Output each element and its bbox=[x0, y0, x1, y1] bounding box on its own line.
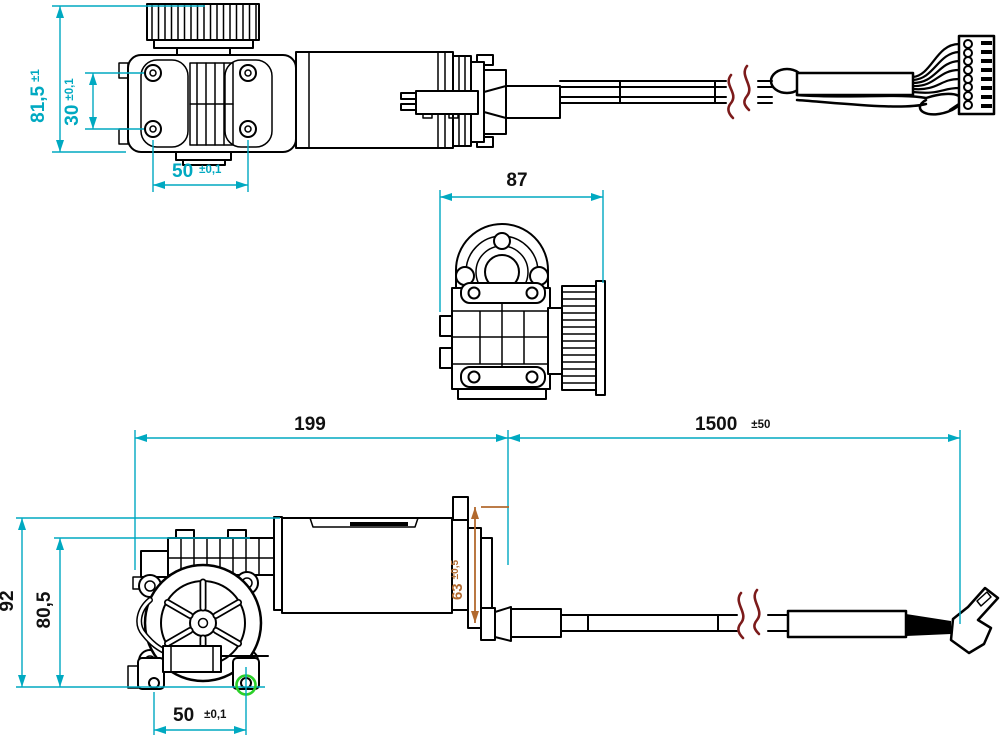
multi-pin-connector-top bbox=[957, 34, 996, 116]
dim-label-199: 199 bbox=[294, 414, 326, 435]
toothed-pulley-top-view bbox=[146, 3, 260, 56]
dim-overall-width-87: 87 bbox=[439, 170, 604, 312]
cable-break-symbol-side bbox=[737, 588, 761, 640]
dim-cable-exit-offset-63: 63±0,5 bbox=[449, 506, 509, 623]
dim-foot-hole-spacing-50: 50±0,1 bbox=[153, 667, 247, 735]
dim-label-80-5: 80,5 bbox=[34, 591, 55, 628]
top-view bbox=[118, 3, 996, 166]
dim-label-63: 63±0,5 bbox=[449, 560, 466, 601]
dim-hole-spacing-30: 30±0,1 bbox=[62, 72, 144, 130]
dim-overall-height-81-5: 81,5±1 bbox=[28, 5, 205, 153]
dim-label-30: 30±0,1 bbox=[62, 78, 83, 126]
wire-fan bbox=[795, 42, 963, 116]
angled-connector-side-view bbox=[949, 586, 1000, 655]
cable-break-symbol-top bbox=[727, 64, 751, 120]
dim-label-1500: 1500±50 bbox=[695, 414, 770, 435]
gearbox-top-view bbox=[118, 54, 297, 166]
dim-label-92: 92 bbox=[0, 590, 18, 611]
dimensions-top-view: 81,5±1 30±0,1 50±0,1 bbox=[28, 5, 249, 192]
cable-sleeve-side bbox=[786, 609, 908, 639]
twisted-wire-pair bbox=[795, 92, 963, 116]
wire-loop-and-capacitor bbox=[136, 597, 269, 673]
dim-label-81-5: 81,5±1 bbox=[28, 69, 49, 123]
cable-exit-side-view bbox=[480, 606, 951, 642]
dim-label-50-top: 50±0,1 bbox=[172, 161, 222, 182]
dimensions-side-view: 199 1500±50 92 80,5 63±0,5 50±0,1 bbox=[0, 414, 961, 735]
bearing-dome bbox=[455, 223, 549, 293]
motor-body-side-view bbox=[273, 516, 453, 614]
dim-overall-height-92: 92 bbox=[0, 517, 280, 688]
dim-cable-length-1500: 1500±50 bbox=[508, 414, 961, 624]
dim-hole-spacing-50-top: 50±0,1 bbox=[152, 140, 249, 192]
dim-label-87: 87 bbox=[506, 170, 527, 191]
front-view: 87 bbox=[439, 170, 606, 400]
dim-label-50-bottom: 50±0,1 bbox=[173, 705, 227, 726]
dim-body-height-80-5: 80,5 bbox=[34, 537, 250, 687]
side-view bbox=[127, 496, 1000, 690]
cable-sleeve-top bbox=[795, 71, 915, 97]
dim-body-length-199: 199 bbox=[134, 414, 509, 570]
toothed-pulley-front-view bbox=[547, 280, 606, 396]
gearbox-front-view bbox=[439, 223, 551, 400]
cable-gland-top-view bbox=[400, 85, 561, 119]
cable-run-top-view bbox=[559, 67, 915, 104]
